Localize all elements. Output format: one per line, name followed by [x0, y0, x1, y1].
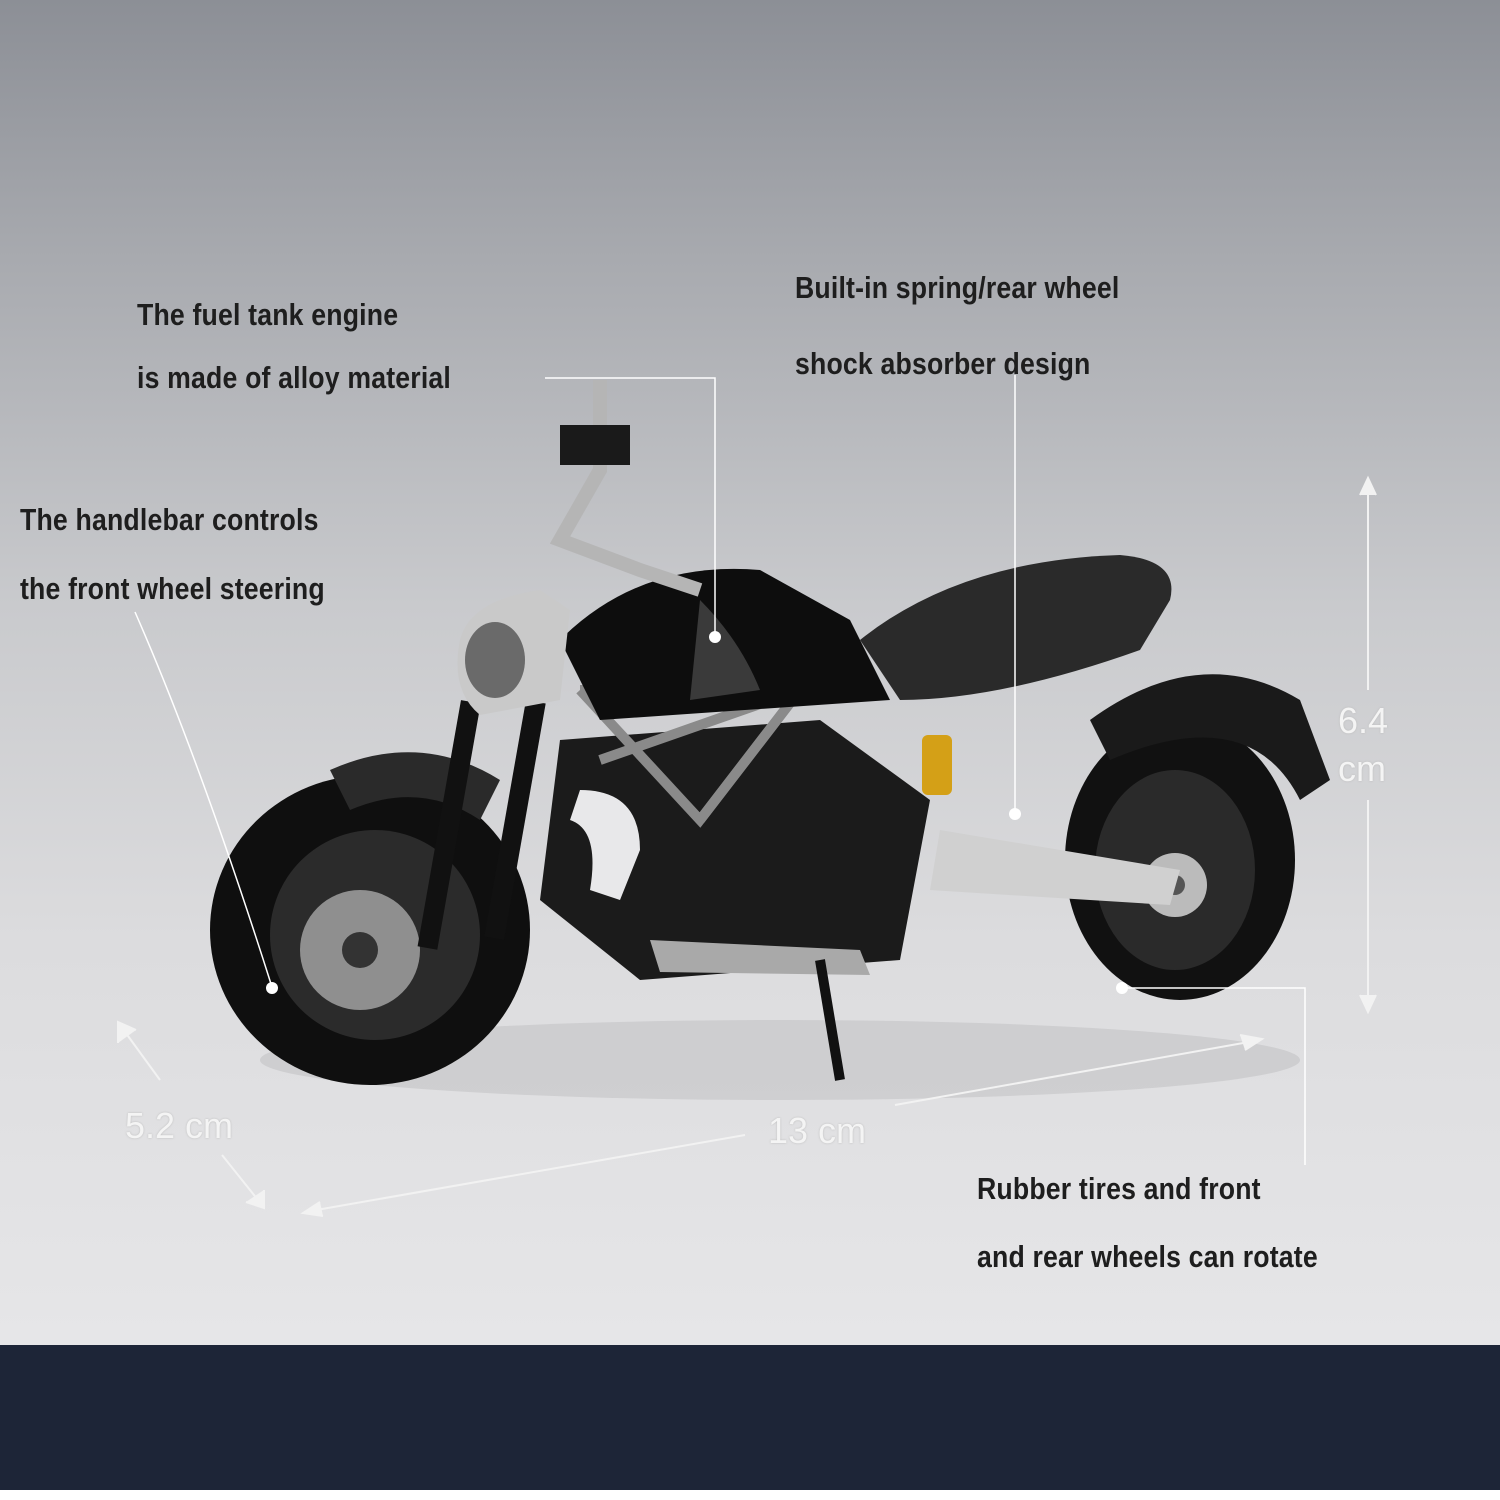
callout-dot [266, 982, 278, 994]
shock-spring [922, 735, 952, 795]
height-dimension-unit: cm [1338, 748, 1386, 789]
length-dimension: 13 cm [768, 1110, 867, 1151]
callout-dot [1009, 808, 1021, 820]
height-dimension-value: 6.4 [1338, 700, 1389, 741]
callout-dot [1116, 982, 1128, 994]
fuel-tank-label-line1: The fuel tank engine [137, 297, 399, 332]
spring-label-line2: shock absorber design [795, 346, 1091, 381]
handlebar-label-line2: the front wheel steering [20, 571, 325, 606]
leader-lines [134, 375, 1306, 1165]
front-wheel [210, 775, 530, 1085]
width-dimension: 5.2 cm [125, 1105, 234, 1146]
handlebar-label-line1: The handlebar controls [20, 502, 319, 537]
bottom-band [0, 1345, 1500, 1490]
tires-label-line2: and rear wheels can rotate [977, 1239, 1318, 1274]
fuel-tank-label-line2: is made of alloy material [137, 360, 451, 395]
motorcycle-illustration [117, 375, 1377, 1217]
dimension-arrows [117, 475, 1377, 1217]
spring-label-line1: Built-in spring/rear wheel [795, 270, 1120, 305]
callout-dot [709, 631, 721, 643]
tires-label-line1: Rubber tires and front [977, 1171, 1261, 1206]
